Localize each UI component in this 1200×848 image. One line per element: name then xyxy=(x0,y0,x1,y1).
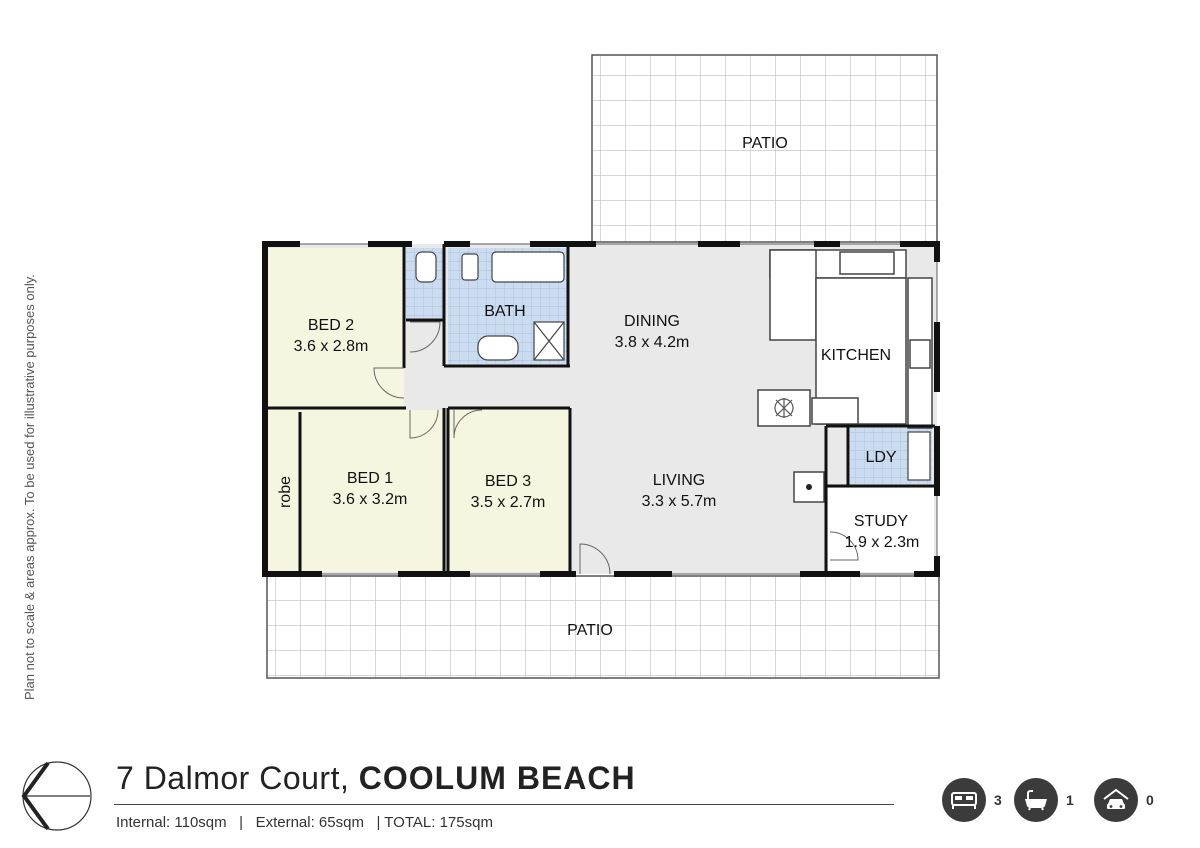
bed1-floor xyxy=(268,410,444,572)
door-swings xyxy=(373,321,859,575)
bed2-floor xyxy=(268,248,404,408)
bed3-dims: 3.5 x 2.7m xyxy=(471,494,546,511)
bathroom-count: 1 xyxy=(1014,778,1074,822)
study-dims: 1.9 x 2.3m xyxy=(845,534,920,551)
bath-fixtures xyxy=(415,251,565,361)
bed3-label: BED 3 xyxy=(485,473,531,490)
parking-count: 0 xyxy=(1094,778,1154,822)
ldy-label: LDY xyxy=(865,449,896,466)
dining-label: DINING xyxy=(624,313,680,330)
total-area: TOTAL: 175sqm xyxy=(384,814,493,831)
external-area: External: 65sqm xyxy=(255,814,364,831)
bedroom-count: 3 xyxy=(942,778,1002,822)
bed-icon xyxy=(942,778,986,822)
parking-count-value: 0 xyxy=(1146,792,1154,808)
internal-area: Internal: 110sqm xyxy=(116,814,227,831)
laundry-fixtures xyxy=(907,431,931,481)
patio-top-label: PATIO xyxy=(742,135,788,152)
street-address: 7 Dalmor Court, xyxy=(116,760,350,796)
bath-label: BATH xyxy=(484,303,525,320)
area-separator: | xyxy=(376,814,381,831)
living-label: LIVING xyxy=(653,472,705,489)
interior-walls xyxy=(265,244,935,574)
living-dims: 3.3 x 5.7m xyxy=(642,493,717,510)
title-divider xyxy=(114,804,894,805)
kitchen-label: KITCHEN xyxy=(821,347,891,364)
bathroom-count-value: 1 xyxy=(1066,792,1074,808)
bed1-label: BED 1 xyxy=(347,470,393,487)
patio-bottom xyxy=(266,575,940,679)
study-floor xyxy=(828,488,934,572)
robe-label: robe xyxy=(277,476,294,508)
bed1-dims: 3.6 x 3.2m xyxy=(333,491,408,508)
windows xyxy=(300,243,938,575)
study-label: STUDY xyxy=(854,513,909,530)
car-icon xyxy=(1094,778,1138,822)
bed3-floor xyxy=(448,410,568,572)
bed2-dims: 3.6 x 2.8m xyxy=(294,338,369,355)
disclaimer-text: Plan not to scale & areas approx. To be … xyxy=(22,274,37,700)
patio-top xyxy=(591,54,938,243)
area-separator: | xyxy=(239,814,244,831)
fan-icon xyxy=(774,398,794,418)
north-arrow-icon xyxy=(21,761,92,831)
patio-bottom-label: PATIO xyxy=(567,622,613,639)
dining-dims: 3.8 x 4.2m xyxy=(615,334,690,351)
suburb-name: COOLUM BEACH xyxy=(358,760,636,796)
kitchen-benches xyxy=(757,249,933,429)
bed2-label: BED 2 xyxy=(308,317,354,334)
property-title: 7 Dalmor Court, COOLUM BEACH xyxy=(116,760,636,804)
bedroom-count-value: 3 xyxy=(994,792,1002,808)
bathtub-icon xyxy=(1014,778,1058,822)
exterior-walls xyxy=(262,241,940,577)
area-summary: Internal: 110sqm | External: 65sqm | TOT… xyxy=(116,814,493,831)
